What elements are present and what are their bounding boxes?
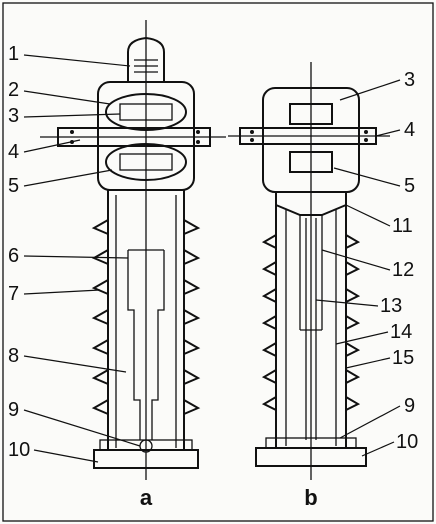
callout-3: 3 [8,105,19,127]
callout-14: 14 [390,321,412,343]
callout-r-10: 10 [396,431,418,453]
terminal-thread [134,59,158,73]
inner-tube-b [299,215,323,331]
callout-r-3: 3 [404,69,415,91]
callout-7: 7 [8,283,19,305]
insulator-sheds-a [91,219,201,415]
callout-2: 2 [8,79,19,101]
callout-9: 9 [8,399,19,421]
callout-4: 4 [8,141,19,163]
terminal-dome [127,36,165,82]
insulator-sheds-b [261,234,361,411]
callout-5: 5 [8,175,19,197]
callout-11: 11 [392,215,413,237]
secondary-lead-b [305,218,317,440]
callout-13: 13 [380,295,402,317]
core-upper-b [289,103,333,125]
callouts-left: 1 2 3 4 5 6 7 8 9 10 [8,43,141,463]
lower-core [105,143,187,181]
callout-12: 12 [392,259,414,281]
head-housing-a [97,81,195,191]
callout-15: 15 [392,347,414,369]
inner-conductor-a [127,250,165,440]
drawing-a [40,20,226,480]
callout-r-5: 5 [404,175,415,197]
caption-b: b [304,485,317,510]
callout-r-4: 4 [404,119,415,141]
funnel-b [275,192,347,216]
upper-winding [119,103,173,121]
head-housing-b [262,87,360,193]
callout-6: 6 [8,245,19,267]
upper-core [105,93,187,131]
caption-a: a [140,485,153,510]
callout-8: 8 [8,345,19,367]
callout-1: 1 [8,43,19,65]
drawing-b [228,62,390,480]
callout-r-9: 9 [404,395,415,417]
callouts-right: 3 4 5 11 12 13 14 15 9 10 [315,69,418,457]
lower-winding [119,153,173,171]
core-lower-b [289,151,333,173]
callout-10: 10 [8,439,30,461]
insulator-body-b [275,205,347,448]
